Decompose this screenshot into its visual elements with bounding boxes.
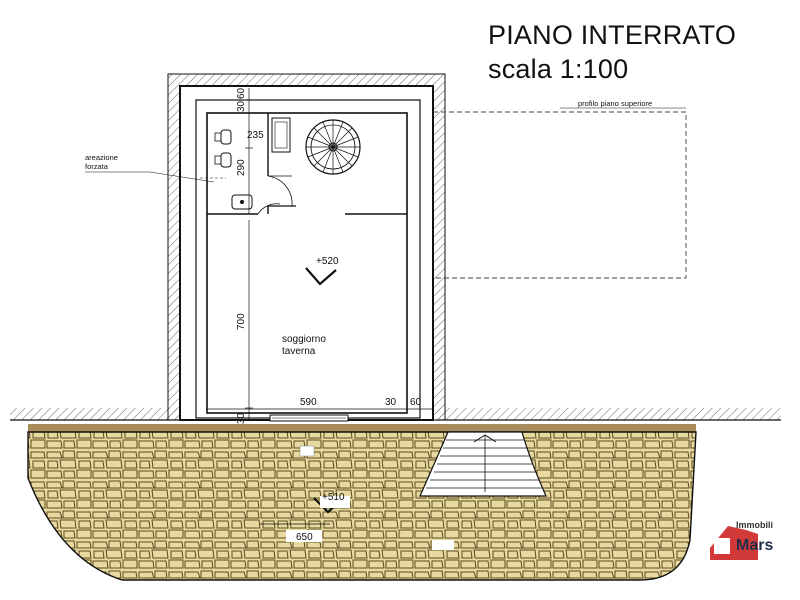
- logo-text-top: Immobili: [736, 520, 774, 530]
- dim-290: 290: [236, 159, 247, 176]
- dim-60-top: 60: [236, 87, 247, 99]
- spiral-staircase: [305, 119, 361, 175]
- dim-650: 650: [296, 532, 313, 543]
- dim-700: 700: [236, 313, 247, 330]
- ground-hatch-left: [10, 408, 182, 420]
- logo-text-bottom: Mars: [736, 537, 774, 554]
- room-name-2: taverna: [282, 346, 316, 357]
- level-interior: +520: [316, 256, 339, 267]
- plan-scale: scala 1:100: [488, 54, 629, 84]
- dimension-lines: [206, 88, 434, 525]
- level-exterior: +510: [322, 492, 345, 503]
- dim-30-right: 30: [385, 397, 397, 408]
- room-name-1: soggiorno: [282, 334, 326, 345]
- sink-icon: [231, 194, 253, 210]
- plan-title: PIANO INTERRATO: [488, 20, 737, 50]
- dim-590: 590: [300, 397, 317, 408]
- dim-30-bottom: 30: [236, 412, 247, 424]
- stone-ground: [27, 431, 697, 581]
- dim-60-right: 60: [410, 397, 422, 408]
- interior-wall: [206, 112, 408, 414]
- dim-30-top: 30: [236, 100, 247, 112]
- outer-wall: [179, 85, 434, 421]
- ventilation-label-1: areazione: [85, 153, 118, 162]
- ventilation-label-2: forzata: [85, 162, 108, 171]
- level-marker-interior: [305, 267, 337, 286]
- shower: [271, 117, 291, 153]
- toilet-icon: [214, 129, 232, 145]
- ground-hatch-right: [436, 408, 781, 420]
- upper-floor-profile: [433, 111, 687, 279]
- profile-label: profilo piano superiore: [578, 99, 653, 108]
- bidet-icon: [214, 152, 232, 168]
- dim-235: 235: [247, 130, 264, 141]
- soil-strip: [28, 424, 696, 432]
- logo-icon: [710, 526, 758, 560]
